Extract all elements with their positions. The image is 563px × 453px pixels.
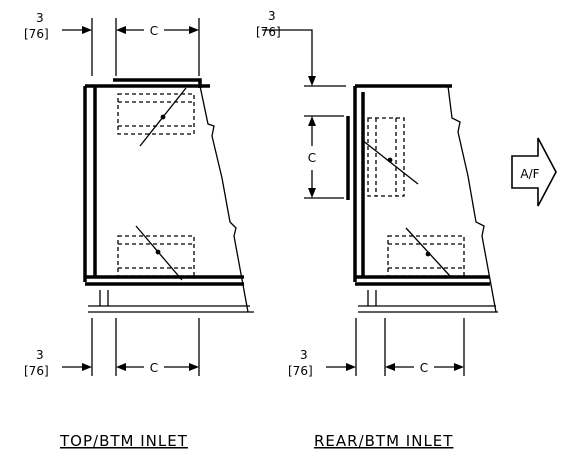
left-break-line	[199, 85, 249, 313]
right-bottom-c-label: C	[420, 361, 428, 375]
left-top-offset-mm: [76]	[24, 27, 49, 41]
right-top-offset-mm: [76]	[256, 25, 281, 39]
left-top-c-label: C	[150, 24, 158, 38]
left-top-damper	[117, 87, 195, 147]
left-top-damper-flange	[113, 78, 202, 88]
top-bottom-inlet-view: 3 [76] C 3 [76] C TOP/BTM INLET	[24, 11, 254, 450]
right-bottom-offset-num: 3	[300, 348, 308, 362]
rear-bottom-inlet-view: 3 [76] C 3 [76] C A/F REAR/BTM INLET	[256, 9, 557, 450]
right-top-offset-num: 3	[268, 9, 276, 23]
right-caption: REAR/BTM INLET	[314, 432, 453, 450]
left-bottom-offset-mm: [76]	[24, 364, 49, 378]
left-bottom-damper	[117, 225, 195, 281]
left-top-offset-num: 3	[36, 11, 44, 25]
left-unit-base-rail	[88, 290, 254, 313]
airflow-label: A/F	[520, 167, 539, 181]
right-side-c-label: C	[308, 151, 316, 165]
right-break-line	[447, 85, 497, 313]
left-bottom-offset-num: 3	[36, 348, 44, 362]
right-bottom-offset-mm: [76]	[288, 364, 313, 378]
left-bottom-c-label: C	[150, 361, 158, 375]
right-unit-base-rail	[358, 290, 498, 313]
left-caption: TOP/BTM INLET	[59, 432, 188, 450]
airflow-arrow-icon: A/F	[511, 137, 557, 207]
right-rear-damper	[361, 117, 419, 197]
right-bottom-damper	[387, 227, 465, 277]
